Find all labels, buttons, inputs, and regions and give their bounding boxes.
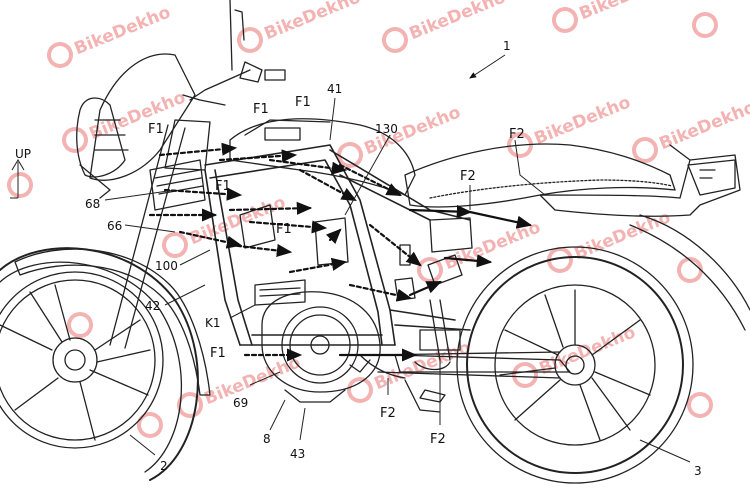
watermark-19 [137,412,163,438]
label-66: 66 [107,219,122,233]
watermark-4: BikeDekho [552,0,678,33]
label-f2-a: F2 [509,127,525,142]
engine [239,204,406,403]
label-f1-c: F1 [295,95,311,110]
label-100: 100 [155,259,178,273]
seat [404,143,676,208]
rear-fender [639,214,750,311]
watermark-15 [67,312,93,338]
label-69: 69 [233,396,248,410]
front-fender [14,248,211,396]
front-cowl [76,53,196,199]
label-3: 3 [694,464,702,478]
svg-text:BikeDekho: BikeDekho [261,0,363,44]
svg-text:BikeDekho: BikeDekho [531,92,633,149]
label-f1-d: F1 [215,179,231,194]
label-f2-d: F2 [430,432,446,447]
label-ref-1: 1 [503,39,511,53]
watermark-8: BikeDekho [507,92,633,158]
label-k1: K1 [205,316,221,330]
label-f1-a: F1 [148,122,164,137]
label-42: 42 [145,299,160,313]
leader-lines [10,54,691,463]
watermark-10 [7,172,33,198]
label-f1-e: F1 [276,222,292,237]
label-f2-c: F2 [380,406,396,421]
watermark-12: BikeDekho [417,217,543,283]
label-130: 130 [375,122,398,136]
svg-text:BikeDekho: BikeDekho [71,2,173,59]
label-43: 43 [290,447,305,461]
svg-text:BikeDekho: BikeDekho [86,87,188,144]
label-layer: 1 UP F1 F1 F1 F1 F1 F1 F2 F2 F2 F2 41 13… [15,39,702,478]
label-f1-b: F1 [253,102,269,117]
rear-wheel [456,246,694,484]
watermark-1: BikeDekho [47,2,173,68]
label-f2-b: F2 [460,169,476,184]
watermark-2: BikeDekho [237,0,363,53]
radiator [149,159,206,211]
label-68: 68 [85,197,100,211]
watermark-17: BikeDekho [347,337,473,403]
watermark-7: BikeDekho [337,102,463,168]
rear-cowl [539,144,741,217]
watermark-5 [692,12,718,38]
watermark-6: BikeDekho [62,87,188,153]
label-41: 41 [327,82,342,96]
svg-text:BikeDekho: BikeDekho [536,322,638,379]
watermark-9: BikeDekho [632,97,750,163]
watermark-20 [687,392,713,418]
label-2: 2 [160,459,168,473]
label-8: 8 [263,432,271,446]
handlebar [182,0,286,106]
label-up: UP [15,147,31,161]
svg-text:BikeDekho: BikeDekho [441,217,543,274]
watermark-3: BikeDekho [382,0,508,53]
svg-text:BikeDekho: BikeDekho [406,0,508,44]
svg-text:BikeDekho: BikeDekho [576,0,678,24]
label-f1-f: F1 [210,346,226,361]
watermark-14 [677,257,703,283]
airflow-arrows [148,142,533,362]
